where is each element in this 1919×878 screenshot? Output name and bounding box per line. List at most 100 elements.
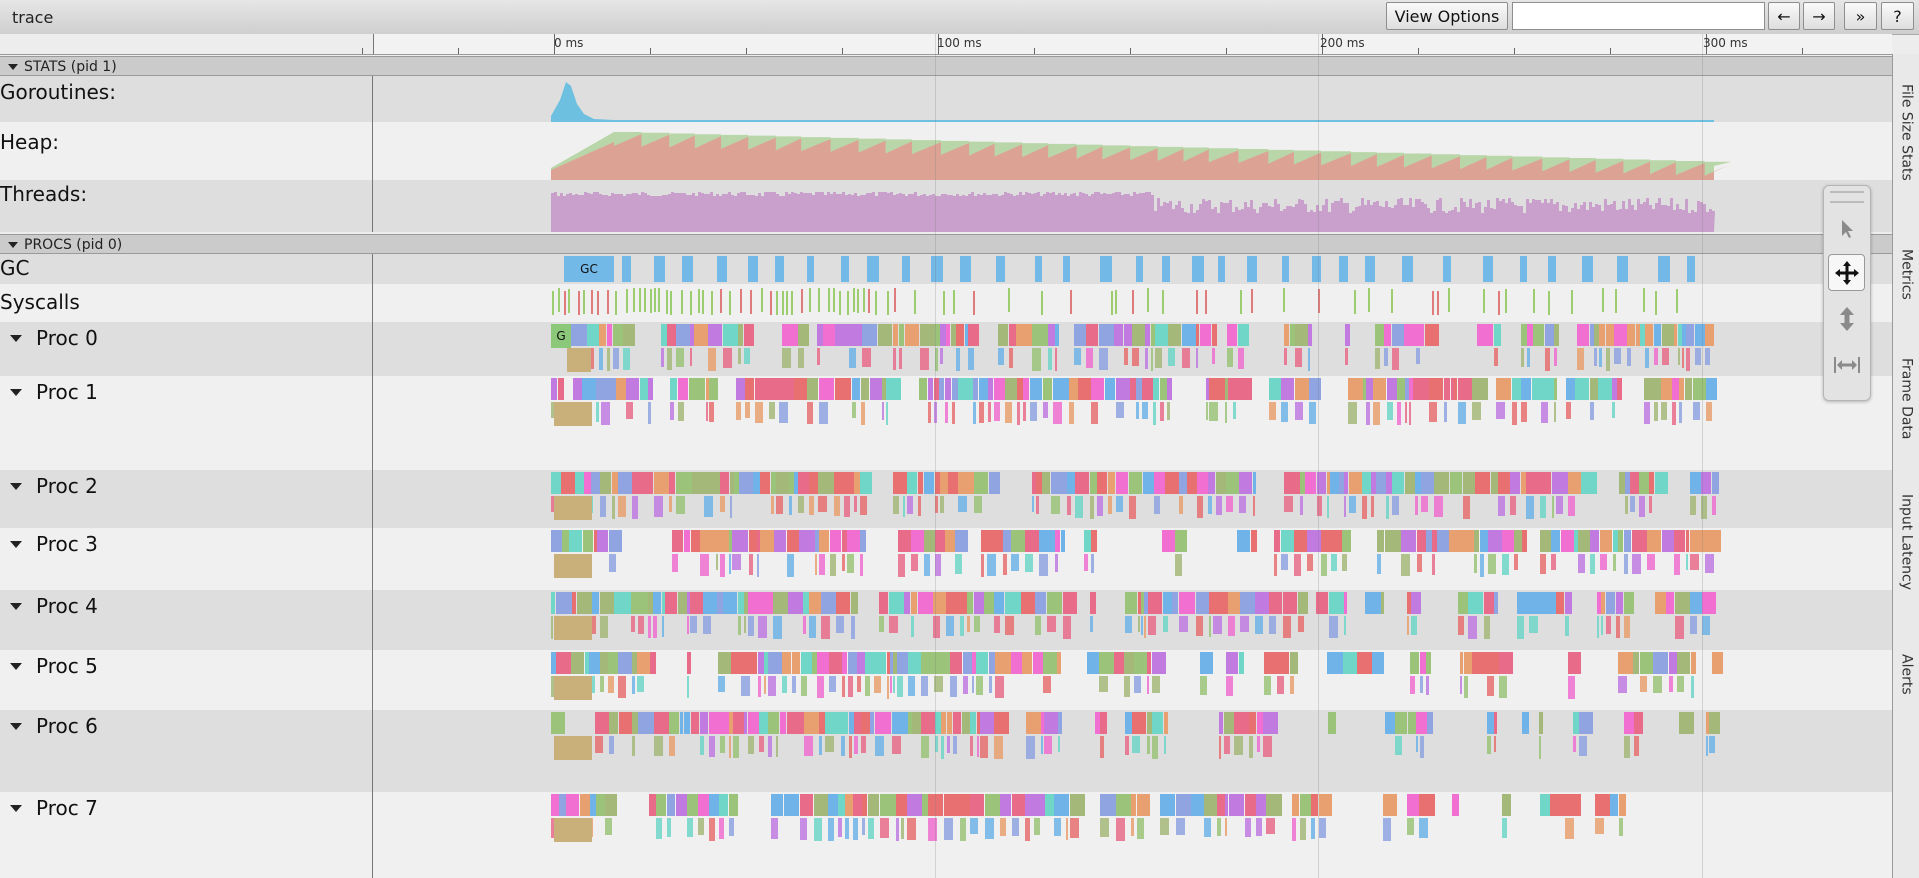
goroutine-event[interactable]: [1009, 324, 1016, 346]
goroutine-event[interactable]: [672, 554, 678, 572]
goroutine-event[interactable]: [1237, 530, 1250, 552]
syscall-event[interactable]: [953, 290, 955, 314]
goroutine-event[interactable]: [1224, 736, 1230, 754]
goroutine-event[interactable]: [1487, 652, 1499, 674]
goroutine-event[interactable]: [784, 794, 799, 816]
goroutine-event[interactable]: [738, 616, 741, 635]
goroutine-event[interactable]: [1488, 554, 1496, 574]
goroutine-event[interactable]: [941, 736, 944, 759]
goroutine-event[interactable]: [1131, 818, 1134, 836]
goroutine-event[interactable]: [1613, 530, 1618, 552]
goroutine-event[interactable]: [897, 676, 903, 697]
goroutine-event[interactable]: [838, 818, 842, 837]
goroutine-event[interactable]: [908, 652, 921, 674]
goroutine-event[interactable]: [619, 712, 632, 734]
goroutine-event[interactable]: [1041, 736, 1043, 754]
goroutine-event[interactable]: [1054, 794, 1066, 816]
goroutine-event[interactable]: [684, 712, 690, 734]
goroutine-event[interactable]: [1213, 592, 1228, 614]
goroutine-event[interactable]: [616, 378, 626, 400]
proc-6-events[interactable]: [374, 710, 1892, 792]
goroutine-event[interactable]: [780, 712, 786, 734]
goroutine-event[interactable]: [653, 592, 661, 614]
syscall-event[interactable]: [973, 291, 975, 315]
goroutine-event[interactable]: [723, 592, 737, 614]
goroutine-event[interactable]: [819, 554, 825, 575]
goroutine-event[interactable]: [861, 378, 869, 400]
goroutine-event[interactable]: [1695, 324, 1705, 346]
goroutine-event[interactable]: [857, 652, 865, 674]
gc-event[interactable]: [902, 256, 910, 282]
goroutine-event[interactable]: [960, 616, 964, 636]
goroutine-event[interactable]: [834, 472, 844, 494]
goroutine-event[interactable]: [1619, 818, 1623, 836]
goroutine-event[interactable]: [1124, 348, 1128, 365]
goroutine-event[interactable]: [733, 736, 739, 758]
goroutine-event[interactable]: [729, 530, 732, 552]
goroutine-event[interactable]: [849, 348, 856, 368]
goroutine-event[interactable]: [706, 402, 708, 421]
goroutine-event[interactable]: [1618, 530, 1623, 552]
goroutine-event[interactable]: [1225, 378, 1228, 400]
goroutine-event[interactable]: [1023, 402, 1026, 421]
goroutine-event[interactable]: [1644, 402, 1650, 424]
goroutine-event[interactable]: [1624, 592, 1634, 614]
goroutine-event[interactable]: [1552, 496, 1554, 518]
goroutine-event[interactable]: [865, 676, 870, 696]
goroutine-event[interactable]: [773, 616, 782, 639]
goroutine-event[interactable]: [1573, 736, 1576, 752]
goroutine-event[interactable]: [687, 676, 689, 698]
goroutine-event[interactable]: [1328, 712, 1336, 734]
goroutine-event[interactable]: [1191, 794, 1204, 816]
goroutine-event[interactable]: [1565, 794, 1581, 816]
goroutine-event[interactable]: [1499, 676, 1507, 698]
goroutine-event[interactable]: [1480, 530, 1488, 552]
goroutine-event[interactable]: [601, 402, 610, 425]
goroutine-event[interactable]: [608, 676, 614, 693]
goroutine-event[interactable]: [1063, 592, 1077, 614]
goroutine-event[interactable]: [1392, 472, 1404, 494]
goroutine-event[interactable]: [1005, 592, 1021, 614]
goroutine-event[interactable]: [1012, 794, 1025, 816]
syscall-event[interactable]: [853, 288, 855, 312]
goroutine-event[interactable]: [1568, 652, 1581, 674]
gc-event[interactable]: [1100, 256, 1112, 282]
goroutine-event[interactable]: [935, 348, 938, 371]
goroutine-event[interactable]: [1026, 712, 1041, 734]
goroutine-event[interactable]: [1175, 530, 1187, 552]
goroutine-event[interactable]: [924, 472, 934, 494]
goroutine-event[interactable]: [1099, 348, 1108, 370]
goroutine-event[interactable]: [769, 378, 779, 400]
goroutine-event[interactable]: [862, 324, 877, 346]
goroutine-event[interactable]: [1179, 616, 1188, 632]
goroutine-event[interactable]: [1032, 472, 1036, 494]
goroutine-event[interactable]: [1545, 324, 1554, 346]
goroutine-event[interactable]: [1640, 652, 1653, 674]
goroutine-event[interactable]: [1654, 324, 1661, 346]
tab-alerts[interactable]: Alerts: [1898, 653, 1915, 695]
goroutine-event[interactable]: [1091, 554, 1094, 573]
goroutine-event[interactable]: [1366, 378, 1373, 400]
goroutine-event[interactable]: [829, 652, 842, 674]
goroutine-event[interactable]: [967, 616, 970, 632]
goroutine-event[interactable]: [1521, 378, 1531, 400]
goroutine-event[interactable]: [551, 616, 553, 639]
goroutine-event[interactable]: [862, 818, 865, 835]
goroutine-event[interactable]: [649, 794, 656, 816]
goroutine-event[interactable]: [842, 554, 845, 571]
goroutine-event[interactable]: [1132, 712, 1146, 734]
goroutine-event[interactable]: [968, 348, 974, 370]
goroutine-event[interactable]: [1397, 402, 1401, 425]
goroutine-event[interactable]: [1458, 592, 1468, 614]
syscall-event[interactable]: [552, 291, 554, 315]
goroutine-event[interactable]: [1362, 472, 1371, 494]
wait-block[interactable]: [554, 818, 592, 842]
syscall-event[interactable]: [776, 291, 778, 315]
goroutine-event[interactable]: [1634, 712, 1643, 734]
goroutine-event[interactable]: [934, 402, 937, 423]
goroutine-event[interactable]: [745, 402, 750, 418]
goroutine-event[interactable]: [669, 472, 675, 494]
goroutine-event[interactable]: [1617, 378, 1622, 400]
goroutine-event[interactable]: [905, 324, 919, 346]
goroutine-event[interactable]: [994, 616, 1000, 633]
